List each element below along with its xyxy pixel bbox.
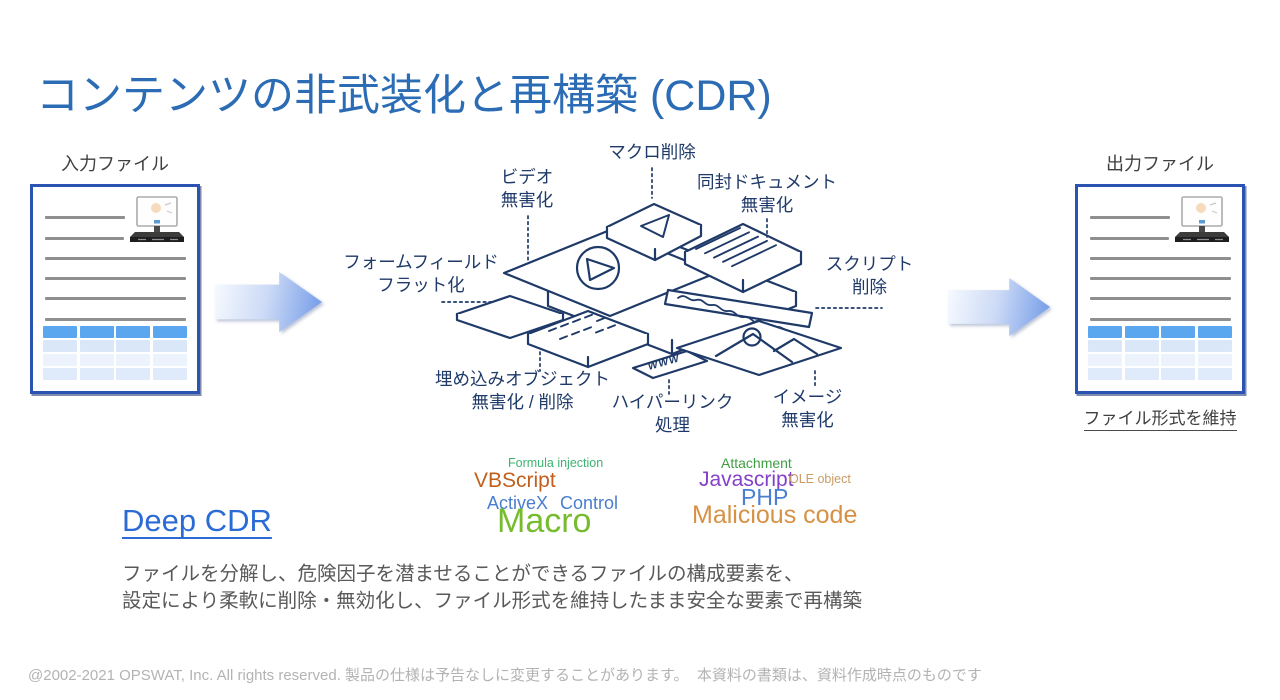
macro-layer-slab [605,202,703,262]
enclosed-document-slab [683,222,803,294]
label-video-sanitize: ビデオ 無害化 [500,167,554,210]
wordcloud-attachment: Attachment [721,455,792,471]
doc-text-line [45,257,186,260]
doc-text-line [45,277,186,280]
wordcloud-macro: Macro [497,502,592,540]
copyright-footer: @2002-2021 OPSWAT, Inc. All rights reser… [28,667,982,684]
wordcloud-malicious-code: Malicious code [692,501,858,529]
wordcloud-vbscript: VBScript [474,469,556,492]
doc-text-line [45,318,186,321]
doc-text-line [1090,318,1231,321]
doc-text-line [1090,216,1170,219]
doc-table [43,326,187,380]
cdr-exploded-diagram-graphic: WWW [441,167,883,395]
description-text: ファイルを分解し、危険因子を潜ませることができるファイルの構成要素を、 設定によ… [122,563,863,613]
doc-text-line [45,216,125,219]
doc-table [1088,326,1232,380]
flow-arrow-left [215,272,322,332]
doc-text-line [1090,257,1231,260]
computer-monitor-icon [130,196,184,242]
image-layer-plate [675,319,843,377]
wordcloud-php: PHP [741,484,789,510]
wordcloud-javascript: Javascript [699,468,794,491]
doc-text-line [45,297,186,300]
preserve-format-note: ファイル形式を維持 [1075,404,1245,431]
leader-lines [441,167,883,395]
output-file-label: 出力ファイル [1106,154,1214,174]
deep-cdr-link[interactable]: Deep CDR [122,503,272,538]
label-embedded-object: 埋め込みオブジェクト 無害化 / 削除 [435,369,610,412]
embedded-object-slab [526,309,650,369]
flow-arrow-right [948,278,1050,336]
wordcloud-activex-control: ActiveX Control [487,493,619,513]
input-file-label: 入力ファイル [61,154,169,174]
doc-text-line [45,237,124,240]
label-image-sanitize: イメージ 無害化 [772,387,843,430]
label-macro-removal: マクロ削除 [608,142,696,162]
label-script-removal: スクリプト 削除 [825,254,914,297]
form-field-plate [455,294,565,340]
output-document-illustration [1075,184,1245,394]
doc-text-line [1090,297,1231,300]
input-document-illustration [30,184,200,394]
wordcloud-ole-object: OLE object [789,472,851,486]
label-form-field-flatten: フォームフィールド フラット化 [343,252,499,295]
doc-text-line [1090,237,1169,240]
label-hyperlink-processing: ハイパーリンク 処理 [611,392,734,435]
label-enclosed-doc-sanitize: 同封ドキュメント 無害化 [697,172,837,215]
page-title: コンテンツの非武装化と再構築 (CDR) [36,71,772,120]
doc-text-line [1090,277,1231,280]
wordcloud-formula-injection: Formula injection [508,456,604,470]
computer-monitor-icon [1175,196,1229,242]
